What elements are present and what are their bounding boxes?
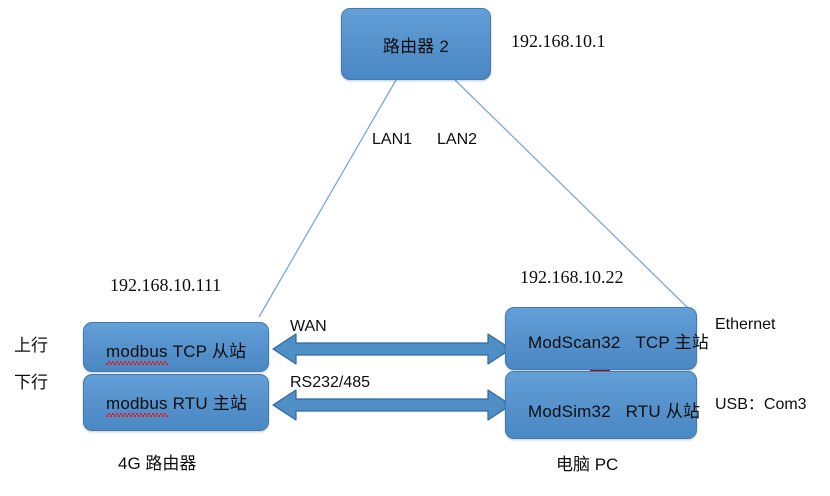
modbus-role-rtu: RTU 主站 xyxy=(172,394,248,413)
modscan32-role: TCP 主站 xyxy=(635,333,709,352)
node-modbus-rtu-master-label: modbus RTU 主站 xyxy=(106,389,248,417)
arrow-wan xyxy=(272,333,512,365)
arrow-rs232-485-label: RS232/485 xyxy=(290,374,371,391)
node-modscan32[interactable]: ModScan32 TCP 主站 xyxy=(505,307,709,370)
router-2-ip-label: 192.168.10.1 xyxy=(511,31,606,51)
left-group-caption: 4G 路由器 xyxy=(118,454,197,473)
node-modsim32[interactable]: ModSim32 RTU 从站 xyxy=(505,371,700,439)
node-router-2[interactable]: 路由器 2 xyxy=(341,8,491,80)
right-group-caption: 电脑 PC xyxy=(556,455,619,474)
direction-up-label: 上行 xyxy=(14,336,48,355)
connector-lan1 xyxy=(258,79,397,318)
right-group-ip-label: 192.168.10.22 xyxy=(520,267,624,287)
node-modbus-tcp-slave[interactable]: modbus TCP 从站 xyxy=(83,322,269,372)
node-modscan32-label: ModScan32 TCP 主站 xyxy=(528,328,709,353)
node-router-2-label: 路由器 2 xyxy=(382,36,450,56)
lan2-label: LAN2 xyxy=(437,131,478,148)
node-modbus-tcp-slave-label: modbus TCP 从站 xyxy=(106,337,247,365)
modbus-word-rtu: modbus xyxy=(106,394,168,417)
arrow-wan-label: WAN xyxy=(290,318,327,335)
modsim32-role: RTU 从站 xyxy=(625,402,701,421)
arrow-rs232-485 xyxy=(272,389,512,421)
node-modbus-rtu-master[interactable]: modbus RTU 主站 xyxy=(83,374,269,431)
modsim32-app: ModSim32 xyxy=(528,402,611,421)
modbus-word-tcp: modbus xyxy=(106,342,168,365)
usb-com3-label: USB：Com3 xyxy=(715,396,807,413)
lan1-label: LAN1 xyxy=(372,131,413,148)
left-group-ip-label: 192.168.10.111 xyxy=(110,275,222,295)
node-modsim32-label: ModSim32 RTU 从站 xyxy=(528,397,700,422)
modbus-role-tcp: TCP 从站 xyxy=(172,342,247,361)
ethernet-label: Ethernet xyxy=(715,316,776,333)
direction-down-label: 下行 xyxy=(14,373,48,392)
modscan32-app: ModScan32 xyxy=(528,333,621,352)
